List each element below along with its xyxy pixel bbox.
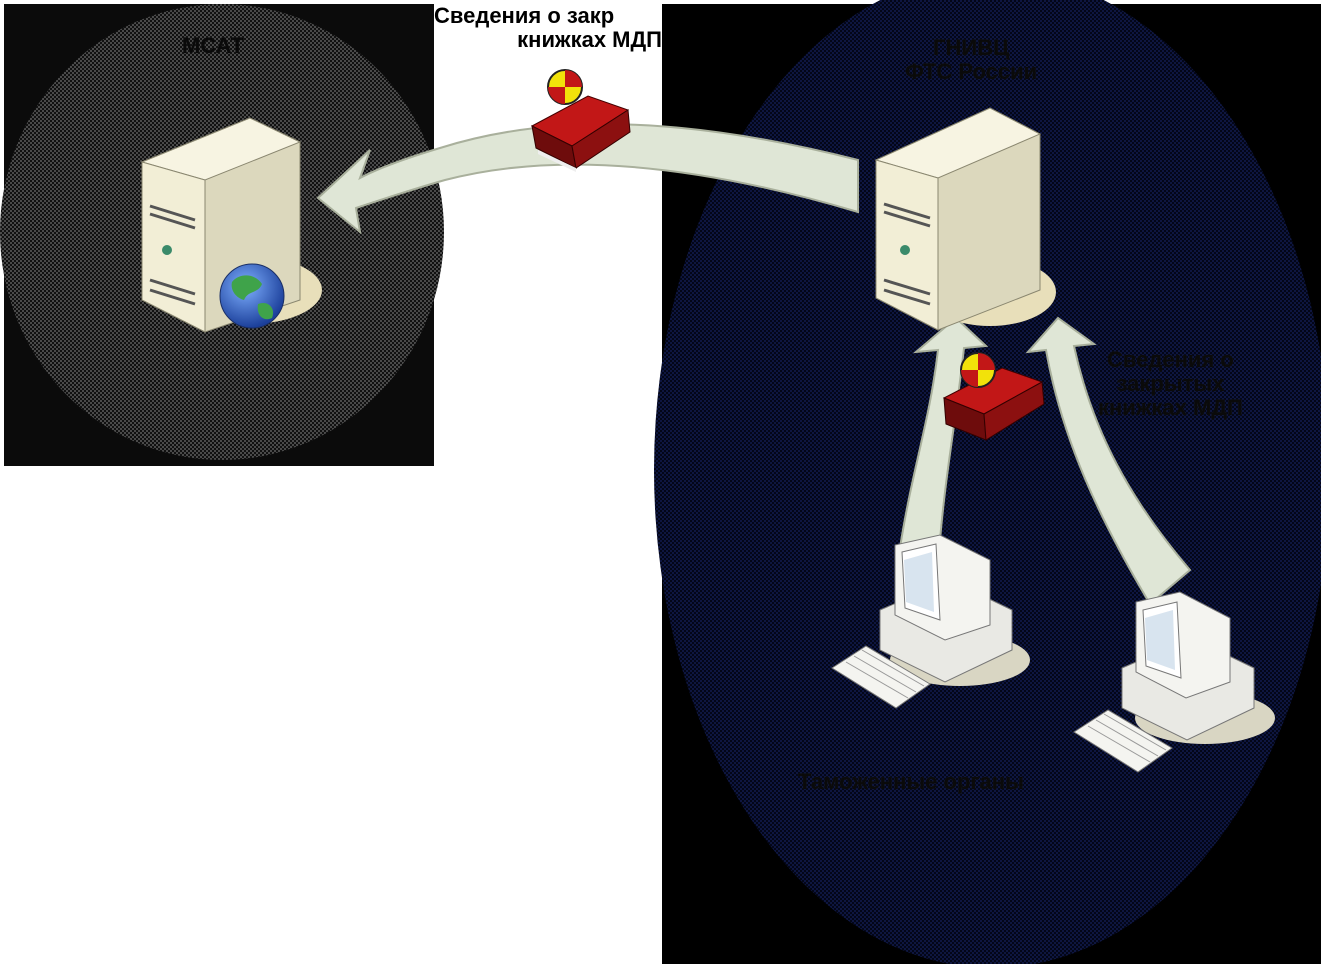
mcat-title: МСАТ	[182, 34, 244, 58]
top-flow-label: Сведения о закр книжках МДП	[434, 4, 662, 52]
right-flow-label-line3: книжках МДП	[1098, 396, 1243, 420]
right-flow-label-line2: закрытых	[1098, 372, 1243, 396]
right-flow-label-line1: Сведения о	[1098, 348, 1243, 372]
gnivc-title-line1: ГНИВЦ	[905, 36, 1037, 60]
right-flow-label: Сведения о закрытых книжках МДП	[1098, 348, 1243, 420]
globe-icon	[220, 264, 284, 328]
gnivc-title-line2: ФТС России	[905, 60, 1037, 84]
gnivc-title: ГНИВЦ ФТС России	[905, 36, 1037, 84]
customs-bodies-label: Таможенные органы	[798, 770, 1024, 794]
top-flow-label-line1: Сведения о закр	[434, 4, 662, 28]
top-flow-label-line2: книжках МДП	[434, 28, 662, 52]
